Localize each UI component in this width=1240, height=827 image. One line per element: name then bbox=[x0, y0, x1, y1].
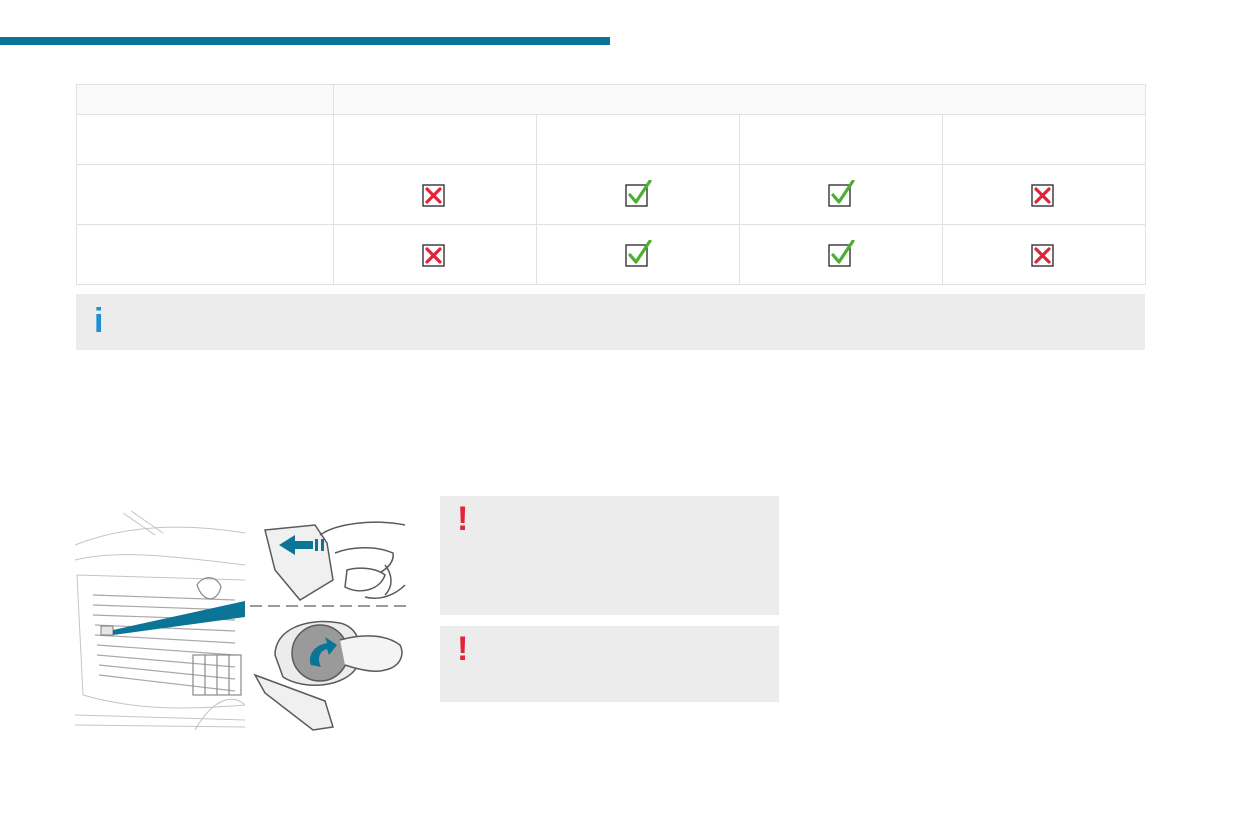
compatibility-table bbox=[76, 84, 1146, 285]
checkmark-icon bbox=[826, 179, 856, 210]
exclamation-icon: ! bbox=[457, 630, 469, 668]
cross-icon bbox=[422, 243, 445, 267]
table-subheader-cell bbox=[333, 114, 537, 165]
charging-flap-opening-illustration bbox=[75, 510, 409, 731]
table-header-cell bbox=[333, 84, 1146, 115]
exclamation-icon: ! bbox=[457, 500, 469, 538]
cross-icon bbox=[1031, 183, 1054, 207]
cross-icon bbox=[1031, 243, 1054, 267]
checkmark-icon bbox=[623, 239, 653, 270]
warning-box: ! bbox=[440, 496, 779, 615]
mark-cell bbox=[739, 224, 943, 285]
row-label-cell bbox=[76, 224, 334, 285]
checkmark-icon bbox=[625, 179, 652, 207]
mark-cell bbox=[739, 164, 943, 225]
header-accent-bar bbox=[0, 37, 610, 45]
checkmark-icon bbox=[623, 179, 653, 210]
checkmark-icon bbox=[828, 239, 855, 267]
cross-icon bbox=[420, 240, 450, 270]
checkmark-icon bbox=[826, 239, 856, 270]
cross-icon bbox=[422, 183, 445, 207]
info-box: i bbox=[76, 294, 1145, 350]
checkmark-icon bbox=[828, 179, 855, 207]
mark-cell bbox=[942, 164, 1146, 225]
table-subheader-cell bbox=[942, 114, 1146, 165]
cross-icon bbox=[420, 180, 450, 210]
table-subheader-cell bbox=[536, 114, 740, 165]
checkmark-icon bbox=[625, 239, 652, 267]
mark-cell bbox=[333, 164, 537, 225]
mark-cell bbox=[536, 224, 740, 285]
mark-cell bbox=[536, 164, 740, 225]
table-header-row bbox=[76, 84, 1146, 115]
mark-cell bbox=[942, 224, 1146, 285]
info-icon: i bbox=[94, 302, 104, 340]
table-subheader-cell bbox=[76, 114, 334, 165]
table-header-cell bbox=[76, 84, 334, 115]
cross-icon bbox=[1029, 240, 1059, 270]
table-subheader-row bbox=[76, 114, 1146, 165]
table-subheader-cell bbox=[739, 114, 943, 165]
mark-cell bbox=[333, 224, 537, 285]
warning-box: ! bbox=[440, 626, 779, 702]
cross-icon bbox=[1029, 180, 1059, 210]
row-label-cell bbox=[76, 164, 334, 225]
table-row bbox=[76, 224, 1146, 285]
table-row bbox=[76, 164, 1146, 225]
